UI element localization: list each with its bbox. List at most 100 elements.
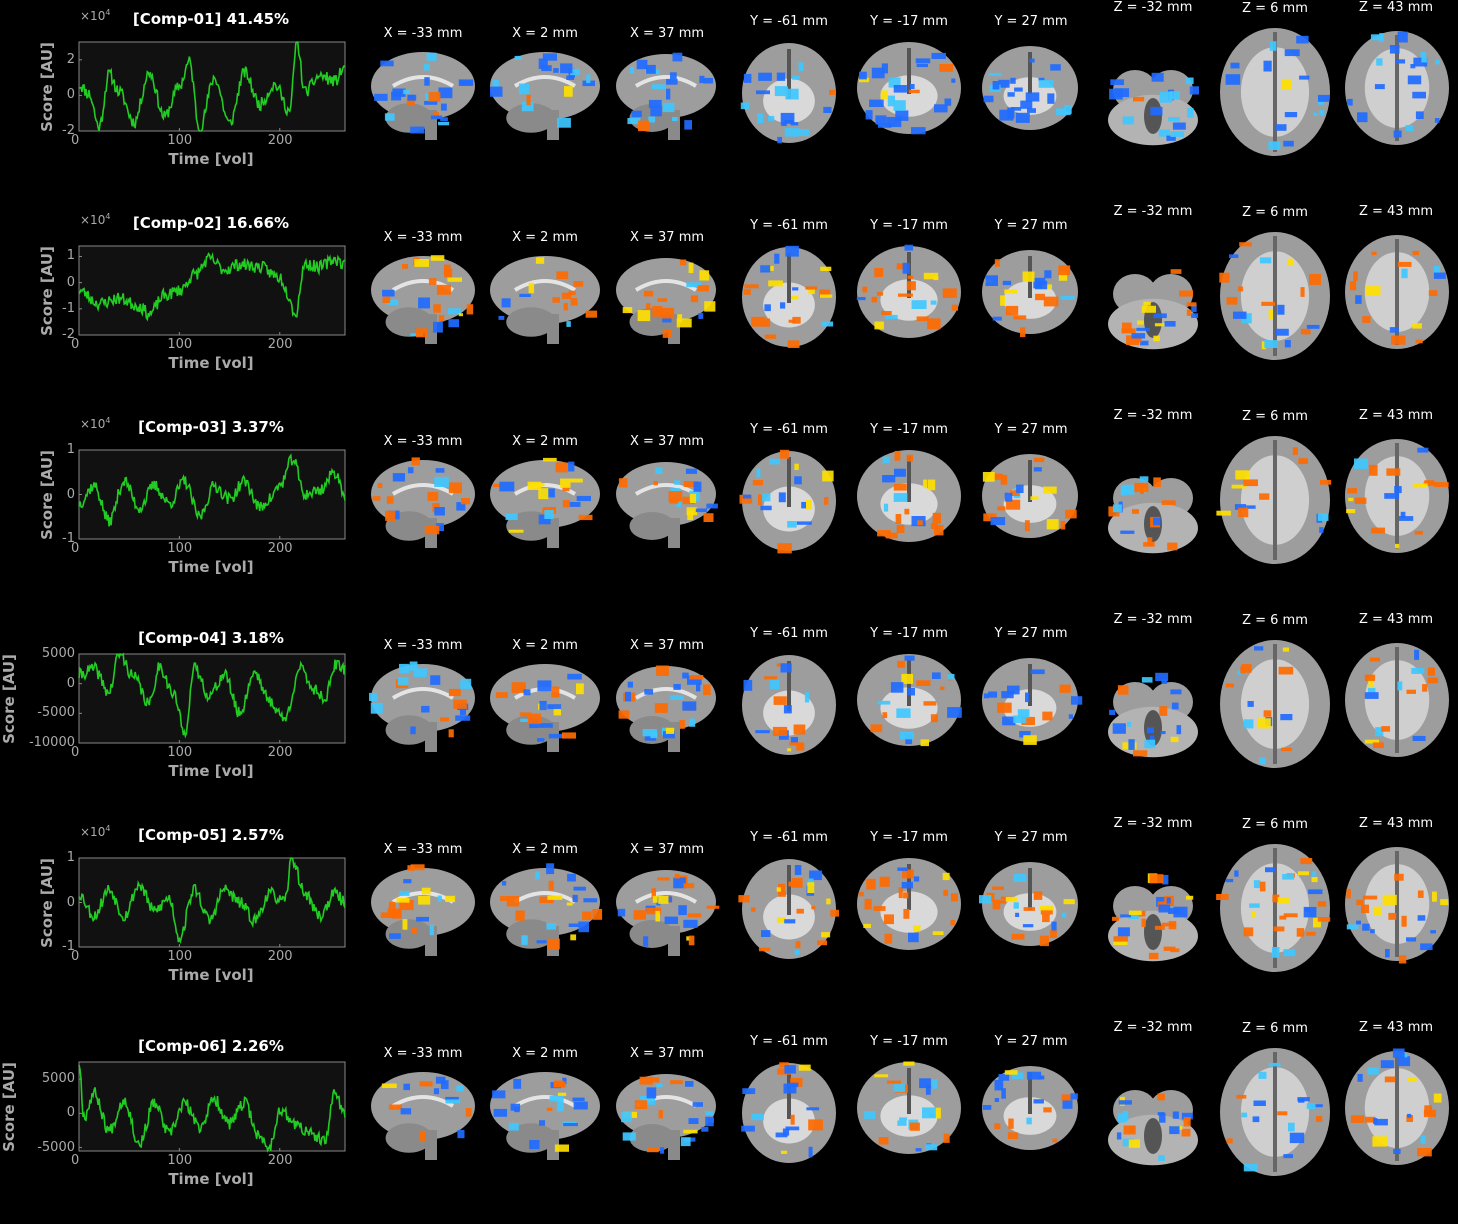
activation-cluster	[943, 1133, 950, 1143]
activation-cluster	[435, 468, 445, 473]
activation-cluster	[648, 99, 662, 108]
activation-cluster	[1421, 57, 1427, 63]
activation-cluster	[942, 872, 950, 881]
activation-cluster	[1011, 933, 1025, 940]
activation-cluster	[886, 1080, 901, 1084]
activation-cluster	[538, 514, 551, 525]
activation-cluster	[1282, 647, 1289, 652]
activation-cluster	[796, 743, 805, 751]
midline	[1273, 848, 1277, 968]
activation-cluster	[544, 510, 554, 519]
activation-cluster	[1229, 254, 1239, 258]
activation-cluster	[403, 1083, 410, 1091]
activation-cluster	[387, 299, 399, 306]
timeseries-plot	[78, 245, 346, 336]
activation-cluster	[1271, 947, 1280, 958]
midline	[1273, 644, 1277, 764]
activation-cluster	[657, 877, 670, 881]
activation-cluster	[492, 483, 502, 488]
activation-cluster	[650, 106, 662, 117]
white-matter	[513, 75, 577, 88]
activation-cluster	[944, 98, 952, 106]
activation-cluster	[407, 865, 415, 871]
activation-cluster	[1168, 908, 1181, 914]
brain-slice-3	[741, 1062, 836, 1163]
activation-cluster	[999, 109, 1014, 121]
activation-cluster	[1022, 271, 1035, 282]
activation-cluster	[1040, 908, 1053, 915]
activation-cluster	[510, 1103, 521, 1111]
activation-cluster	[1347, 488, 1357, 494]
activation-cluster	[461, 498, 470, 505]
activation-cluster	[576, 495, 591, 502]
activation-cluster	[1317, 917, 1331, 922]
activation-cluster	[1000, 295, 1005, 306]
activation-cluster	[1030, 496, 1039, 500]
cortex	[616, 54, 716, 118]
activation-cluster	[923, 701, 937, 706]
activation-cluster	[1259, 881, 1266, 892]
activation-cluster	[1415, 111, 1424, 119]
activation-cluster	[896, 708, 911, 718]
activation-cluster	[1154, 323, 1166, 327]
slice-coordinate-label: X = 37 mm	[629, 638, 705, 653]
x-tick-label: 200	[267, 541, 293, 556]
white-matter	[880, 279, 938, 321]
activation-cluster	[633, 910, 646, 920]
activation-cluster	[908, 932, 919, 943]
activation-cluster	[930, 300, 937, 305]
activation-cluster	[1235, 470, 1250, 480]
activation-cluster	[1434, 118, 1440, 123]
activation-cluster	[932, 512, 941, 524]
activation-cluster	[636, 59, 648, 70]
activation-cluster	[537, 738, 545, 742]
activation-cluster	[634, 1100, 648, 1109]
brain-slice-8	[1345, 439, 1449, 553]
activation-cluster	[1355, 295, 1362, 304]
activation-cluster	[1382, 894, 1397, 906]
activation-cluster	[456, 1085, 464, 1092]
activation-cluster	[1427, 667, 1435, 676]
midline	[1273, 1052, 1277, 1172]
activation-cluster	[1166, 135, 1176, 141]
activation-cluster	[759, 493, 771, 502]
activation-cluster	[751, 1113, 764, 1121]
activation-cluster	[1168, 117, 1180, 122]
activation-cluster	[554, 1144, 569, 1152]
activation-cluster	[402, 919, 408, 930]
activation-cluster	[798, 1064, 811, 1071]
activation-cluster	[997, 702, 1012, 713]
activation-cluster	[1170, 948, 1180, 953]
activation-cluster	[1050, 64, 1061, 71]
activation-cluster	[923, 479, 928, 489]
activation-cluster	[1317, 901, 1327, 907]
cerebellum	[506, 307, 556, 337]
activation-cluster	[697, 285, 709, 292]
activation-cluster	[546, 1107, 553, 1111]
activation-cluster	[1231, 484, 1247, 489]
activation-cluster	[894, 1084, 905, 1092]
activation-cluster	[1008, 1118, 1014, 1129]
activation-cluster	[399, 890, 410, 896]
midline	[1028, 664, 1032, 706]
activation-cluster	[894, 468, 906, 477]
activation-cluster	[784, 919, 796, 924]
activation-cluster	[794, 865, 802, 875]
activation-cluster	[561, 732, 576, 739]
activation-cluster	[1420, 943, 1433, 951]
activation-cluster	[556, 271, 569, 280]
activation-cluster	[1304, 907, 1311, 912]
white-matter	[763, 894, 815, 940]
activation-cluster	[764, 304, 771, 312]
activation-cluster	[693, 481, 702, 492]
activation-cluster	[1226, 1138, 1233, 1144]
activation-cluster	[648, 116, 656, 123]
midline	[1028, 1072, 1032, 1114]
slice-coordinate-label: Z = 6 mm	[1242, 409, 1308, 424]
midline	[1395, 1055, 1399, 1161]
brainstem	[547, 110, 559, 140]
activation-cluster	[1411, 667, 1425, 674]
activation-cluster	[1176, 725, 1182, 735]
activation-cluster	[1394, 486, 1402, 494]
